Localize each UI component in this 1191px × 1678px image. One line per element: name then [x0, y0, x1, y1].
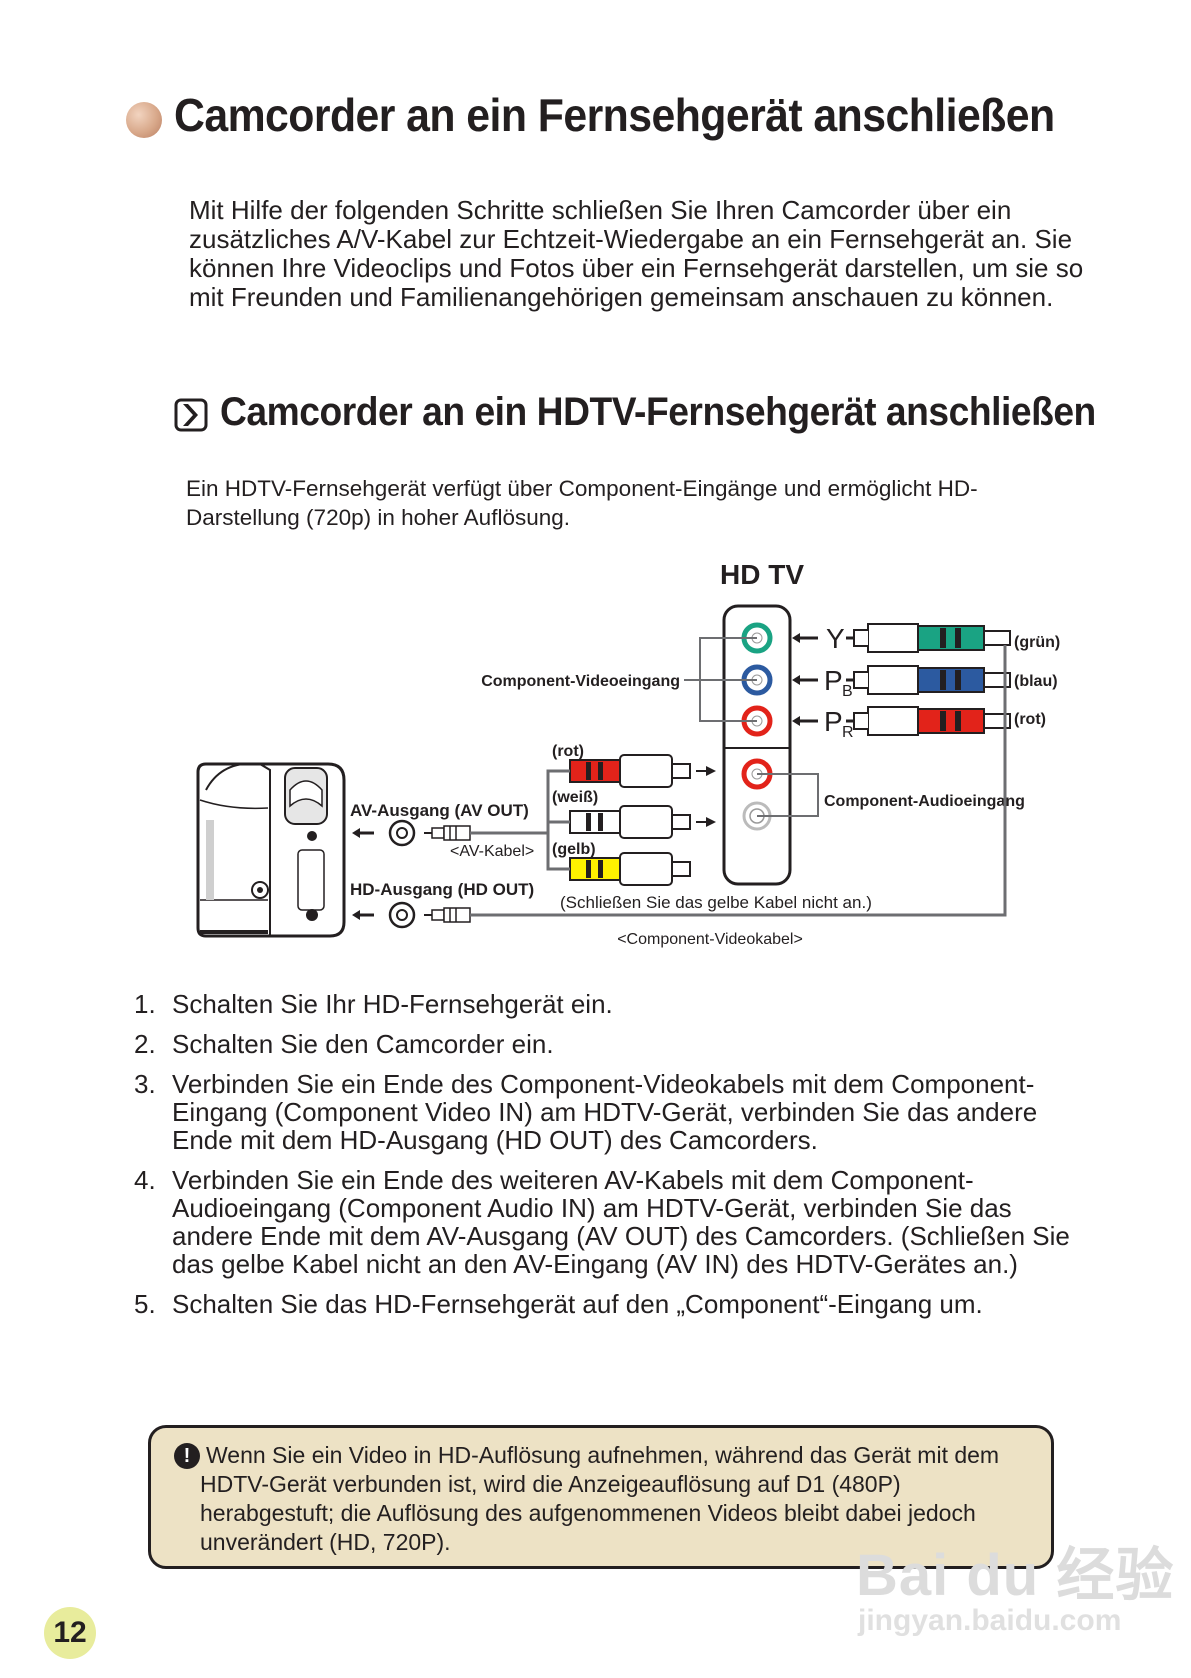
note-box	[148, 1425, 1054, 1569]
yellow-cable-note: (Schließen Sie das gelbe Kabel nicht an.…	[560, 893, 872, 912]
section-arrow-icon	[174, 398, 208, 432]
plug-blue: (blau)	[846, 665, 1058, 695]
component-audio-label: Component-Audioeingang	[824, 793, 1025, 810]
svg-text:(grün): (grün)	[1014, 634, 1060, 651]
svg-text:(rot): (rot)	[1014, 711, 1046, 728]
intro-paragraph: Mit Hilfe der folgenden Schritte schließ…	[189, 195, 1084, 312]
input-y-label: Y	[792, 623, 845, 654]
title-bullet-icon	[126, 102, 162, 138]
list-item: 2.Schalten Sie den Camcorder ein.	[134, 1029, 554, 1059]
svg-text:R: R	[842, 724, 854, 741]
watermark-brand: Bai du 经验	[856, 1543, 1175, 1608]
steps-list: 1.Schalten Sie Ihr HD-Fernsehgerät ein. …	[134, 990, 1074, 1330]
list-item: 3.Verbinden Sie ein Ende des Component-V…	[134, 1069, 1038, 1155]
page-title: Camcorder an ein Fernsehgerät anschließe…	[174, 89, 1055, 141]
av-plug-red: (rot)	[552, 743, 716, 788]
component-video-label: Component-Videoeingang	[481, 673, 680, 690]
input-pr-label: P R	[792, 706, 854, 741]
svg-text:P: P	[824, 665, 843, 696]
component-cable-label: <Component-Videokabel>	[617, 931, 803, 948]
watermark-url: jingyan.baidu.com	[858, 1604, 1122, 1637]
svg-text:(rot): (rot)	[552, 743, 584, 760]
connection-diagram: HD TV Component-Videoeingang Component-A…	[196, 559, 1060, 948]
av-plug-yellow: (gelb)	[552, 841, 691, 886]
list-item: 5.Schalten Sie das HD-Fernsehgerät auf d…	[134, 1289, 983, 1319]
plug-red-video: (rot)	[846, 706, 1046, 736]
tv-label: HD TV	[720, 559, 804, 590]
av-out-port: AV-Ausgang (AV OUT)	[350, 801, 529, 847]
svg-text:(blau): (blau)	[1014, 673, 1058, 690]
tv-panel	[722, 604, 792, 886]
page-number: 12	[44, 1607, 96, 1659]
plug-green: (grün)	[846, 623, 1060, 653]
svg-text:(weiß): (weiß)	[552, 789, 598, 806]
camcorder-illustration	[196, 762, 346, 938]
list-item: 1.Schalten Sie Ihr HD-Fernsehgerät ein.	[134, 989, 613, 1019]
svg-text:P: P	[824, 706, 843, 737]
hd-out-port: HD-Ausgang (HD OUT)	[350, 880, 534, 929]
svg-text:(gelb): (gelb)	[552, 841, 596, 858]
list-item: 4.Verbinden Sie ein Ende des weiteren AV…	[134, 1165, 1070, 1279]
svg-text:Y: Y	[826, 623, 845, 654]
input-pb-label: P B	[792, 665, 853, 700]
note-text: Wenn Sie ein Video in HD-Auflösung aufne…	[200, 1442, 1000, 1555]
section-description: Ein HDTV-Fernsehgerät verfügt über Compo…	[186, 476, 978, 530]
svg-text:AV-Ausgang (AV OUT): AV-Ausgang (AV OUT)	[350, 801, 529, 820]
section-title: Camcorder an ein HDTV-Fernsehgerät ansch…	[220, 390, 1096, 434]
svg-text:HD-Ausgang (HD OUT): HD-Ausgang (HD OUT)	[350, 880, 534, 899]
svg-text:B: B	[842, 683, 853, 700]
av-plug-white: (weiß)	[552, 789, 716, 839]
warning-icon: !	[174, 1443, 200, 1469]
av-cable-label: <AV-Kabel>	[450, 843, 534, 860]
